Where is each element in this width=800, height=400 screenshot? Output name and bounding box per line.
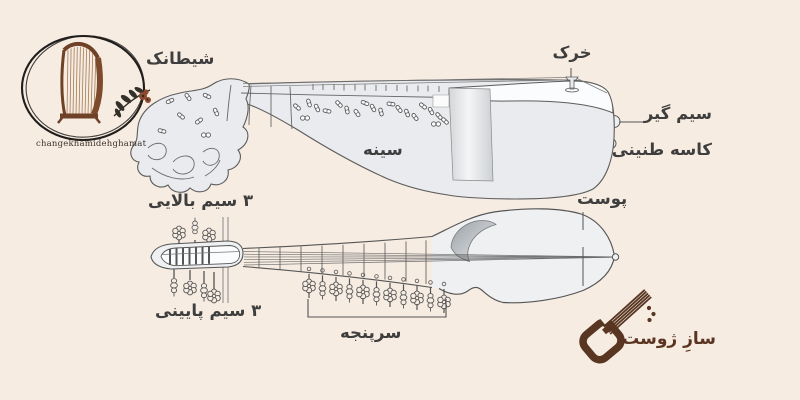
- bridge-kharak: [565, 76, 579, 93]
- label-nut: شیطانک: [146, 49, 215, 68]
- tail-button: [611, 253, 620, 261]
- label-headstock: سرپنجه: [340, 323, 402, 342]
- pegbox-head: [150, 240, 244, 270]
- label-skin: پوست: [577, 189, 628, 208]
- pointer-lines: [307, 68, 643, 318]
- label-tailpiece: سیم گیر: [643, 104, 712, 123]
- bottom-right-logo-wordmark: سازِ ژوست: [622, 329, 716, 349]
- sympathetic-pegs: [302, 273, 451, 313]
- label-chest: سینه: [363, 140, 403, 159]
- label-bridge: خرک: [552, 43, 592, 62]
- ornate-scroll: [130, 78, 250, 193]
- skin-strip: [432, 87, 494, 182]
- top-view-strings: [243, 251, 613, 266]
- lower-tuning-pegs: [169, 269, 221, 304]
- neck-edges: [242, 235, 433, 289]
- rubab-icon: [579, 289, 656, 364]
- label-lower-strings: ۳ سیم پایینی: [155, 301, 262, 320]
- label-resonating-bowl: کاسه طنینی: [611, 140, 712, 159]
- leaf-sprig-icon: [113, 86, 151, 118]
- headstock-bracket: [307, 299, 447, 318]
- crescent-cutout: [450, 220, 497, 263]
- skin-body-outline: [431, 208, 616, 304]
- top-view-instrument: [150, 208, 620, 313]
- top-left-logo-caption: changekhamidehghamat: [36, 139, 147, 149]
- side-peg-ticks: [312, 84, 440, 92]
- label-upper-strings: ۳ سیم بالایی: [148, 191, 254, 210]
- neck-details: [226, 84, 449, 130]
- harp-in-circle-icon: [20, 34, 151, 142]
- side-view-instrument: [130, 76, 621, 200]
- harp-icon: [57, 41, 104, 124]
- peg-holes: [306, 266, 447, 287]
- top-view-frets: [258, 240, 427, 284]
